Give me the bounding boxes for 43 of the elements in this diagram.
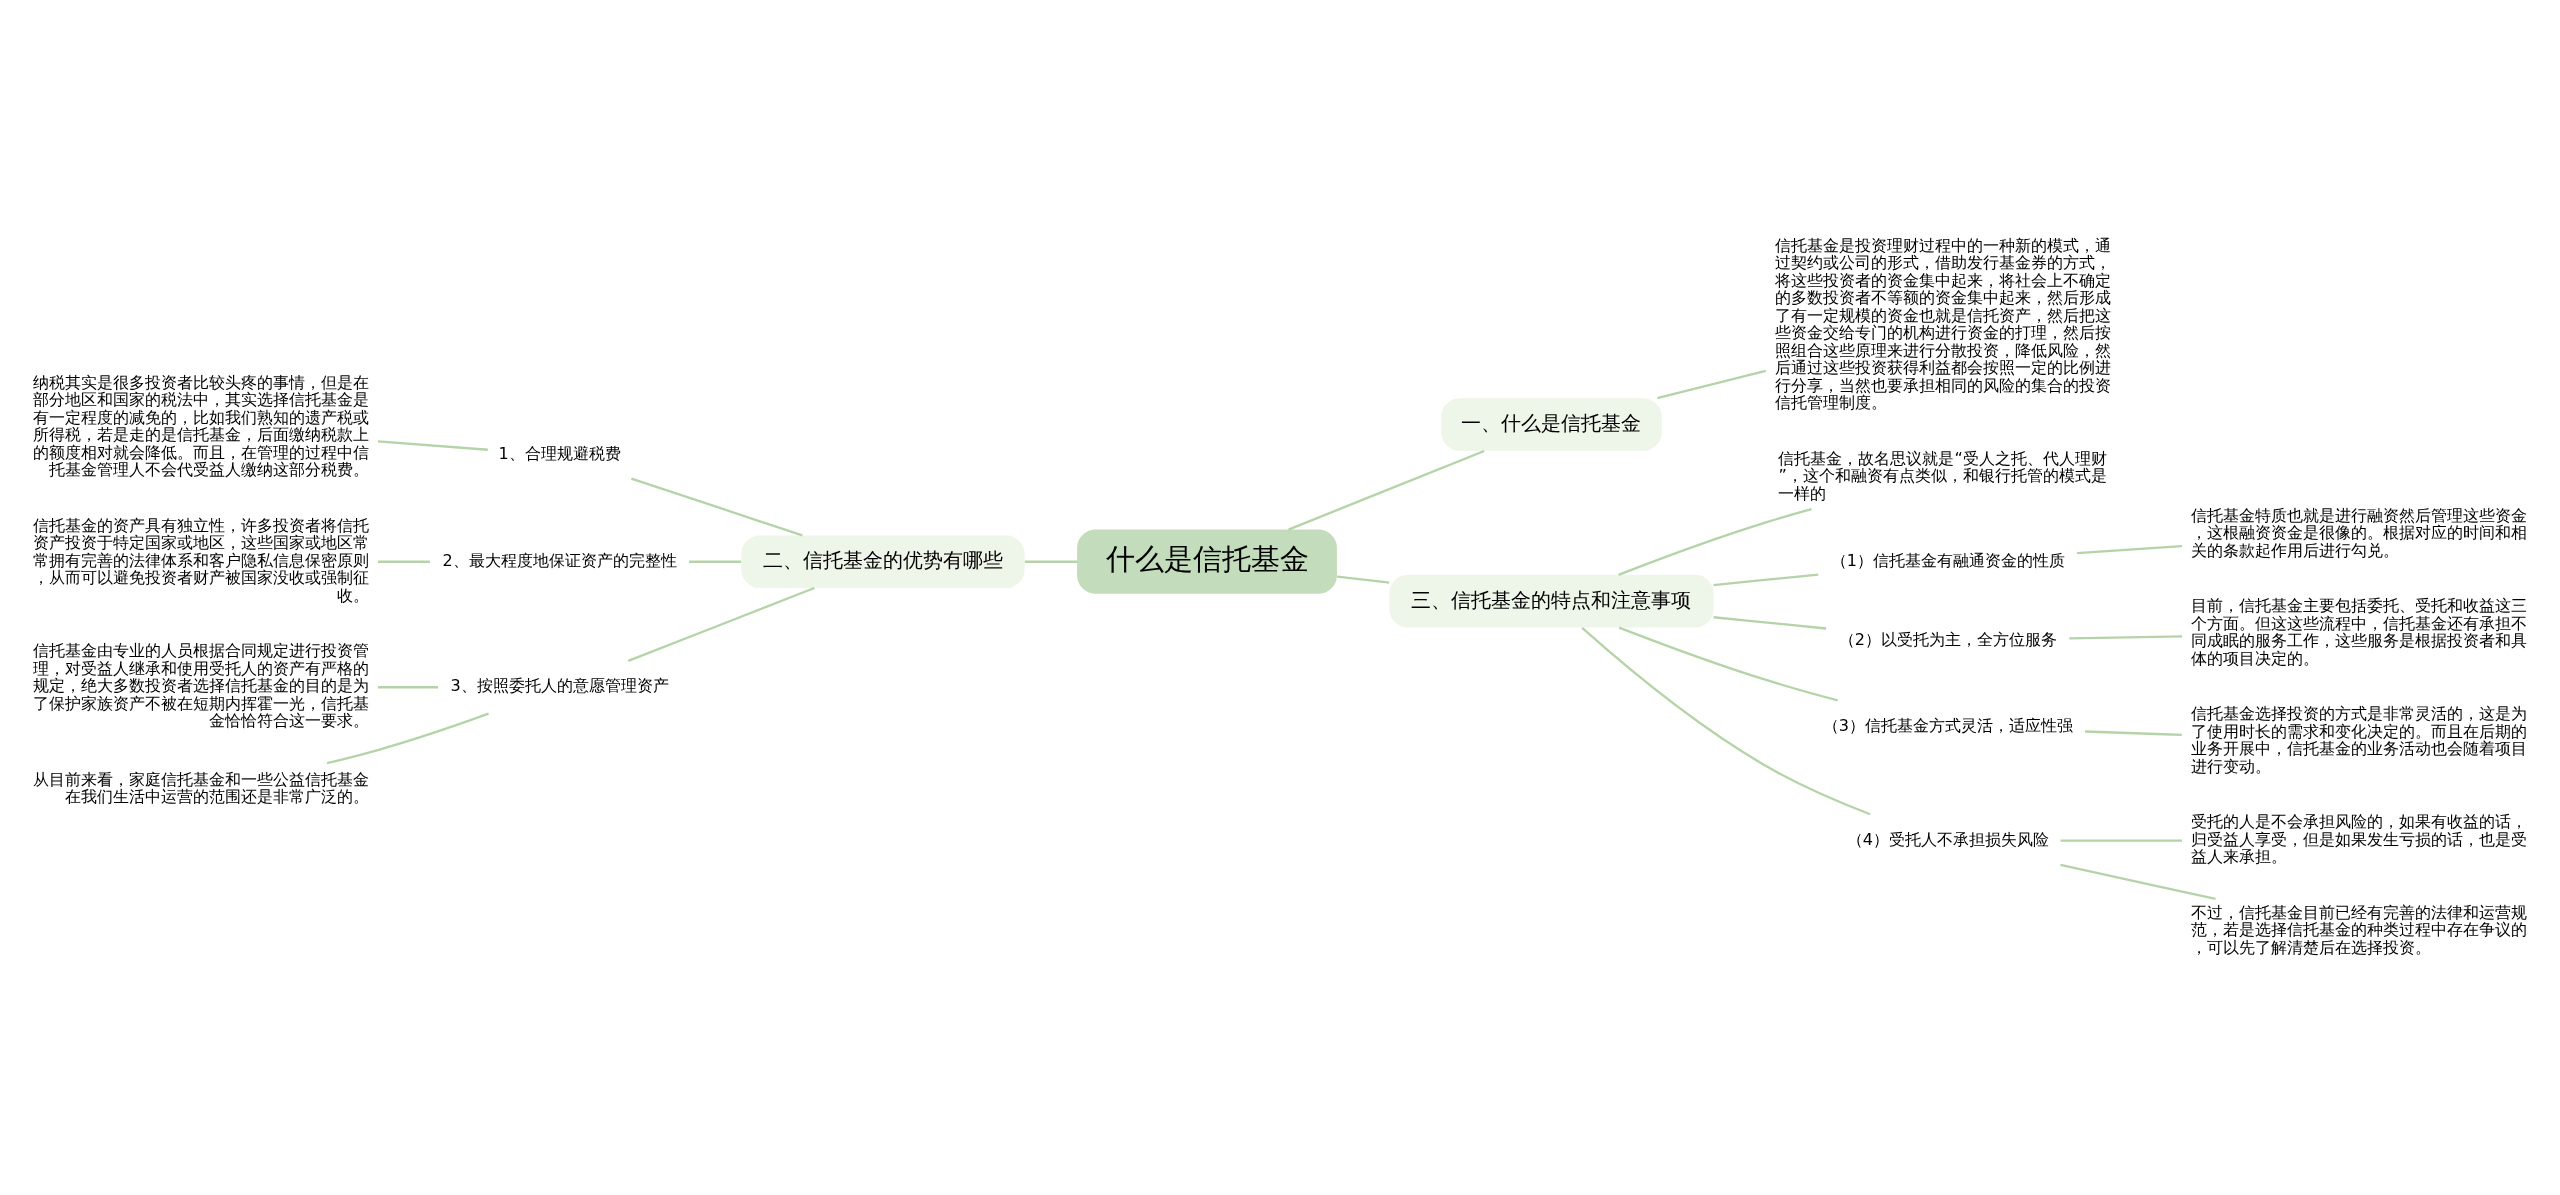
connector [377,560,431,563]
node-box: 一、什么是信托基金 [1441,398,1662,451]
connector [1713,616,1827,630]
node-text: 3、按照委托人的意愿管理资产 [450,676,669,696]
connector [689,560,742,563]
connector [377,686,439,689]
connector [1337,575,1390,584]
connector [2085,730,2182,737]
node-text: 信托基金由专业的人员根据合同规定进行投资管理，对受益人继承和使用受托人的资产有严格的规定，绝大多数投资者选择信托基金的目的是为了保护家族资产不被在短期内挥霍一光，信托基金恰恰符合这一要求。 [33,641,370,731]
node-box: 三、信托基金的特点和注意事项 [1389,574,1714,628]
node-text: （3）信托基金方式灵活，适应性强 [1822,715,2073,735]
connector [1657,369,1767,400]
node-text: 2、最大程度地保证资产的完整性 [442,550,677,570]
connector [377,440,488,451]
connector [2069,635,2183,640]
connector [2077,544,2183,555]
node-text: 受托的人是不会承担风险的，如果有收益的话，归受益人享受，但是如果发生亏损的话，也是受益人来承担。 [2190,812,2527,867]
node-text: 信托基金是投资理财过程中的一种新的模式，通过契约或公司的形式，借助发行基金券的方式，将这些投资者的资金集中起来，将社会上不确定的多数投资者不等额的资金集中起来，然后形成了有一定规模的资金也就是信托资产，然后把这些资金交给专门的机构进行资金的打理，然后按照组合这些原理来进行分散投资，降低风险，然后通过这些投资获得利益都会按照一定的比例进行分享，当然也要承担相同的风险的集合的投资信托管理制度。 [1774,235,2111,413]
node-text: 不过，信托基金目前已经有完善的法律和运营规范，若是选择信托基金的种类过程中存在争议的，可以先了解清楚后在选择投资。 [2190,902,2527,957]
connector [2060,839,2182,842]
node-text: 目前，信托基金主要包括委托、受托和收益这三个方面。但这这些流程中，信托基金还有承担不同成眠的服务工作，这些服务是根据投资者和具体的项目决定的。 [2190,596,2527,668]
node-text: 信托基金选择投资的方式是非常灵活的，这是为了使用时长的需求和变化决定的。而且在后期的业务开展中，信托基金的业务活动也会随着项目进行变动。 [2190,704,2527,776]
connector [1618,626,1838,702]
connector [627,586,815,663]
node-text: 纳税其实是很多投资者比较头疼的事情，但是在部分地区和国家的税法中，其实选择信托基金是有一定程度的减免的，比如我们熟知的遗产税或所得税，若是走的是信托基金，后面缴纳税款上的额度相对就会降低。而且，在管理的过程中信托基金管理人不会代受益人缴纳这部分税费。 [33,372,370,480]
connector [2060,863,2216,901]
connector [326,712,489,765]
node-box: 二、信托基金的优势有哪些 [741,535,1025,588]
node-text: 信托基金，故名思议就是“受人之托、代人理财”，这个和融资有点类似，和银行托管的模式是一样的 [1778,448,2107,503]
node-text: 信托基金特质也就是进行融资然后管理这些资金，这根融资资金是很像的。根据对应的时间和相关的条款起作用后进行勾兑。 [2190,505,2527,560]
node-text: （2）以受托为主，全方位服务 [1838,629,2057,649]
connector [1581,627,1871,816]
connector [1024,560,1078,563]
connector [1618,508,1812,576]
node-text: 信托基金的资产具有独立性，许多投资者将信托资产投资于特定国家或地区，这些国家或地区常常拥有完善的法律体系和客户隐私信息保密原则，从而可以避免投资者财产被国家没收或强制征收。 [33,515,370,605]
node-text: （4）受托人不承担损失风险 [1846,829,2049,849]
connector [631,477,803,537]
connector [1713,573,1819,587]
node-text: 从目前来看，家庭信托基金和一些公益信托基金在我们生活中运营的范围还是非常广泛的。 [33,769,370,807]
node-box: 什么是信托基金 [1077,529,1337,594]
node-text: （1）信托基金有融通资金的性质 [1830,550,2065,570]
node-text: 1、合理规避税费 [498,444,621,464]
connector [1288,449,1485,531]
